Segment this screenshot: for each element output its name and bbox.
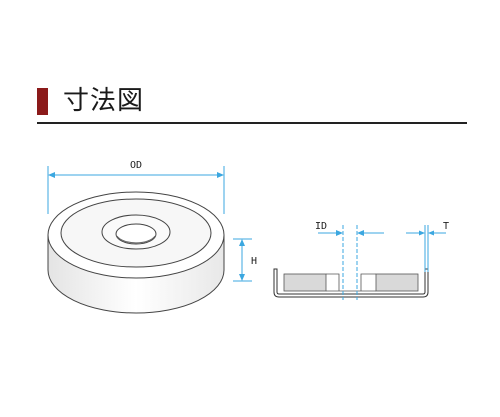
id-label: ID (315, 221, 327, 232)
cross-section-view (273, 225, 429, 300)
t-dimension (406, 225, 446, 272)
section-header: 寸法図 (37, 82, 467, 128)
h-dimension (233, 238, 252, 282)
magnet-hole (115, 223, 157, 245)
od-label: OD (130, 160, 142, 171)
header-rule (37, 122, 467, 124)
countersink-edges (326, 273, 376, 291)
magnet-section-right (375, 273, 419, 292)
od-dimension (47, 166, 225, 214)
magnet-3d-view (47, 191, 225, 314)
title-accent-bar (37, 88, 48, 115)
magnet-hole-shade (116, 235, 156, 244)
id-dimension (318, 230, 384, 236)
magnet-section-left (283, 273, 327, 292)
t-label: T (443, 221, 449, 232)
h-label: H (251, 256, 257, 267)
section-title: 寸法図 (63, 86, 145, 116)
